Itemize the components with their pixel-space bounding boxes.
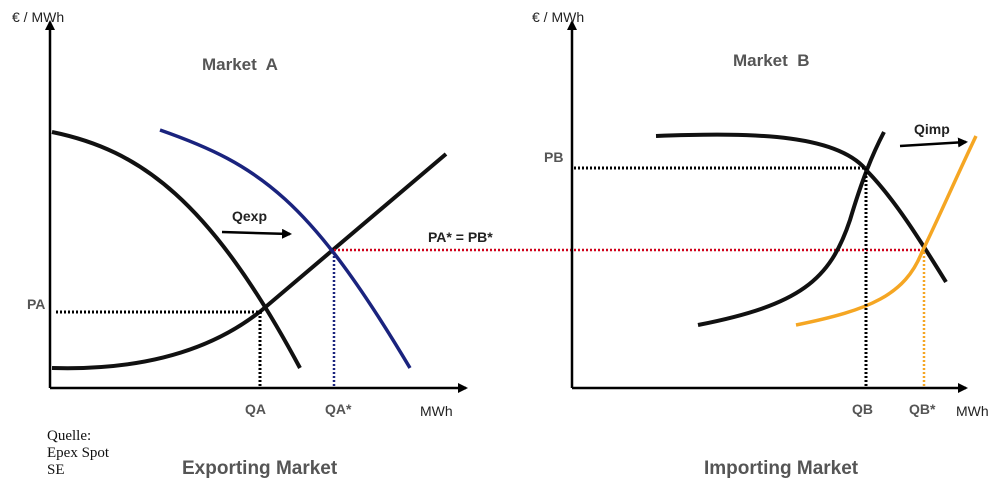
market-a-quantity-label: QA — [245, 401, 266, 417]
market-b-price-label: PB — [544, 149, 563, 165]
market-a-y-axis-label: € / MWh — [12, 9, 64, 25]
exporting-market-caption: Exporting Market — [182, 458, 338, 479]
market-b-panel: € / MWh MWh Market B PB QB QB* Qimp — [532, 9, 989, 419]
market-b-x-axis-label: MWh — [956, 403, 989, 419]
coupled-price-label: PA* = PB* — [428, 229, 493, 245]
market-a-title: Market A — [202, 55, 278, 74]
source-line-1: Quelle: — [47, 428, 92, 444]
export-flow-arrow — [221, 228, 292, 239]
market-a-x-axis-label: MWh — [420, 403, 453, 419]
export-flow-label: Qexp — [232, 208, 267, 224]
import-flow-arrow — [899, 137, 968, 148]
market-b-supply-curve — [697, 131, 886, 327]
market-a-price-label: PA — [27, 296, 45, 312]
market-b-trade-quantity-label: QB* — [909, 401, 936, 417]
market-a-shifted-demand-curve — [159, 128, 412, 369]
market-a-supply-curve — [51, 152, 448, 371]
market-b-shifted-supply-curve — [795, 135, 978, 327]
source-line-2: Epex Spot — [47, 445, 110, 461]
market-b-title: Market B — [733, 51, 810, 70]
market-a-panel: € / MWh MWh Market A PA QA QA* Qexp — [12, 9, 468, 419]
source-line-3: SE — [47, 462, 65, 478]
import-flow-label: Qimp — [914, 121, 950, 137]
market-b-quantity-label: QB — [852, 401, 873, 417]
source-note: Quelle: Epex Spot SE — [47, 428, 109, 479]
market-b-demand-curve — [655, 132, 948, 284]
market-a-trade-quantity-label: QA* — [325, 401, 352, 417]
market-b-y-axis-label: € / MWh — [532, 9, 584, 25]
importing-market-caption: Importing Market — [704, 458, 859, 479]
market-a-demand-curve — [51, 130, 302, 369]
